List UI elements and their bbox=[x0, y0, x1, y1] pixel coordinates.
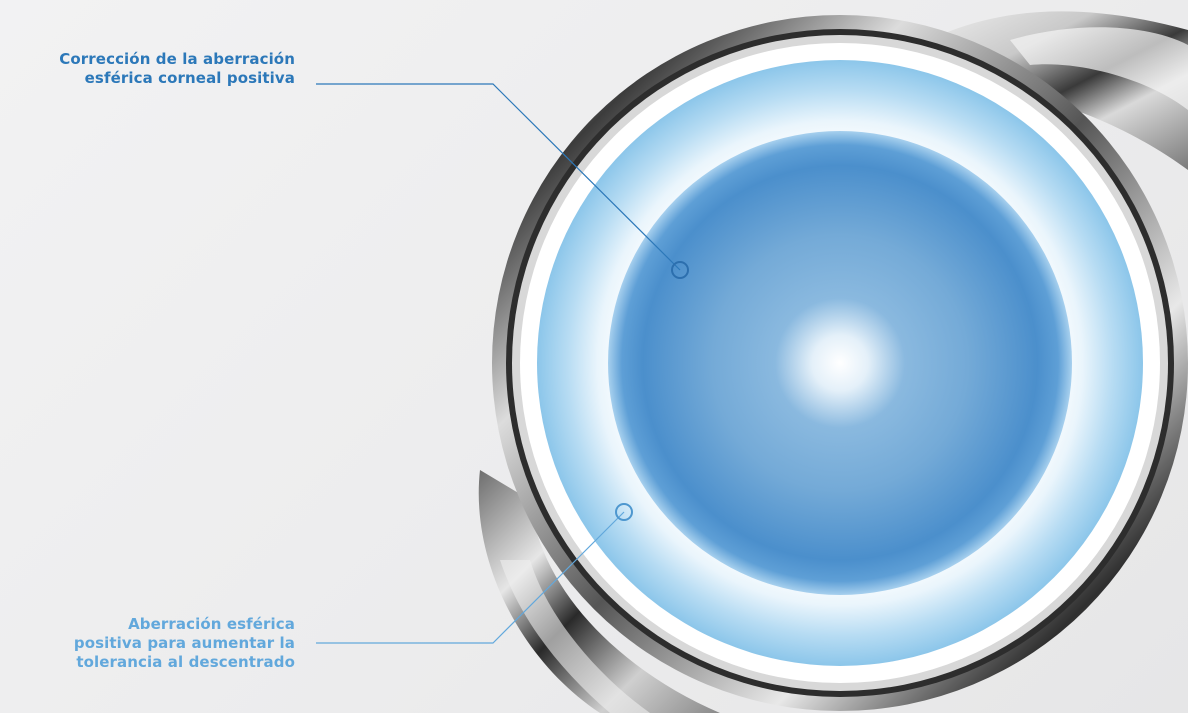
annotation-top-line-2: esférica corneal positiva bbox=[59, 69, 295, 88]
annotation-bottom: Aberración esférica positiva para aument… bbox=[74, 615, 295, 672]
annotation-bottom-line-1: Aberración esférica bbox=[74, 615, 295, 634]
annotation-bottom-line-2: positiva para aumentar la bbox=[74, 634, 295, 653]
central-zone bbox=[608, 131, 1072, 595]
annotation-top: Corrección de la aberración esférica cor… bbox=[59, 50, 295, 88]
annotation-bottom-line-3: tolerancia al descentrado bbox=[74, 653, 295, 672]
annotation-top-line-1: Corrección de la aberración bbox=[59, 50, 295, 69]
